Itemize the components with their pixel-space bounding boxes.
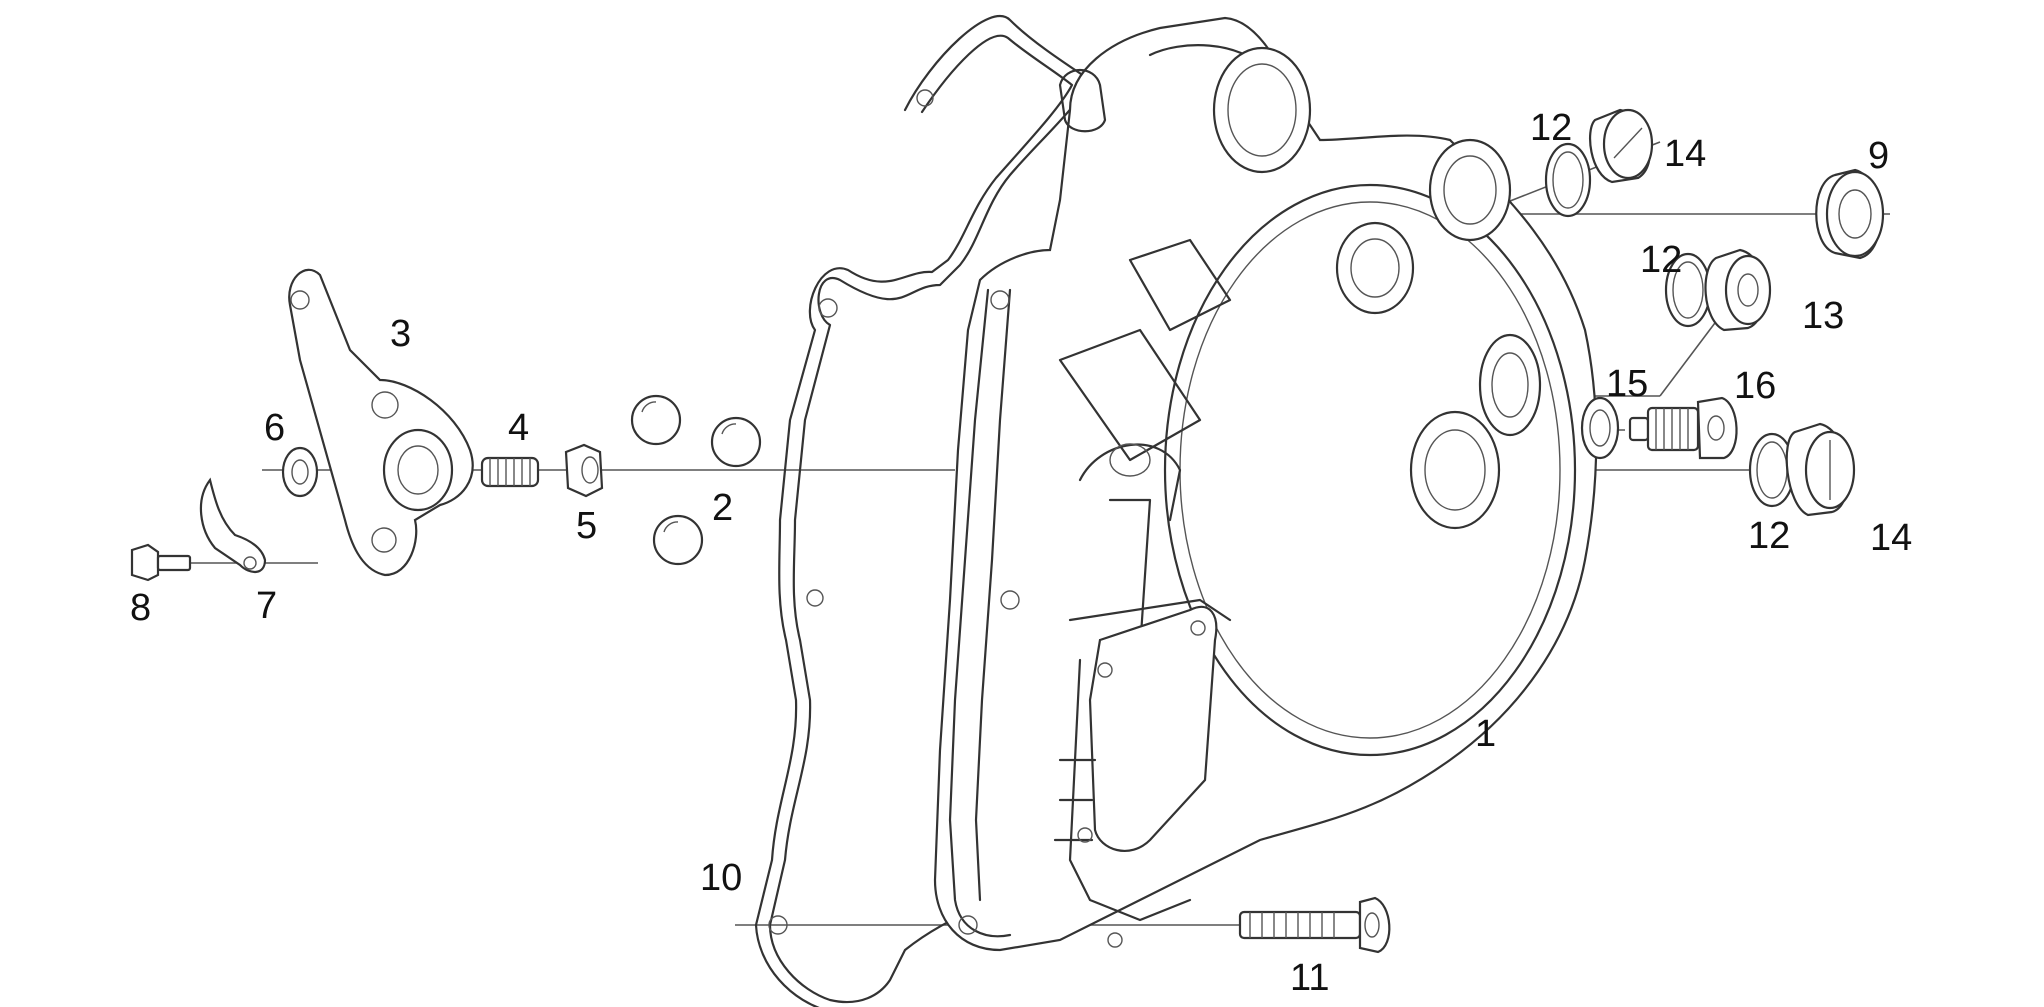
washer-part-6 — [281, 446, 319, 498]
nut-part-5 — [564, 443, 604, 498]
spring-part-4 — [480, 456, 540, 488]
callout-13: 13 — [1802, 295, 1844, 337]
callout-15: 15 — [1606, 363, 1648, 405]
callout-10: 10 — [700, 857, 742, 899]
callout-3: 3 — [390, 313, 411, 355]
callout-11: 11 — [1290, 957, 1329, 999]
callout-6: 6 — [264, 407, 285, 449]
callout-labels: 1 2 3 4 5 6 7 8 9 10 11 12 12 12 13 14 1… — [130, 107, 1912, 999]
plug-part-13 — [1704, 248, 1772, 332]
screw-part-11 — [1238, 896, 1391, 954]
callout-2: 2 — [712, 487, 733, 529]
gasket-part-10 — [754, 14, 1092, 1007]
callout-1: 1 — [1475, 713, 1496, 755]
oil-seal-part-9 — [1815, 168, 1885, 260]
callout-8: 8 — [130, 587, 151, 629]
callout-12-bottom: 12 — [1748, 515, 1790, 557]
o-rings-part-12 — [1544, 142, 1796, 508]
lever-part-3 — [288, 268, 474, 577]
callout-12-middle: 12 — [1640, 239, 1682, 281]
callout-14-top: 14 — [1664, 133, 1706, 175]
callout-4: 4 — [508, 407, 529, 449]
washer-part-15 — [1580, 396, 1620, 460]
engine-cover-part-1 — [933, 16, 1598, 952]
caps-part-14 — [1589, 108, 1856, 517]
callout-14-bottom: 14 — [1870, 517, 1912, 559]
callout-7: 7 — [256, 585, 277, 627]
bracket-part-7 — [199, 477, 267, 573]
drain-screw-part-16 — [1628, 396, 1738, 460]
callout-5: 5 — [576, 505, 597, 547]
callout-12-top: 12 — [1530, 107, 1572, 149]
balls-part-2 — [630, 394, 762, 566]
callout-16: 16 — [1734, 365, 1776, 407]
screw-part-8 — [130, 543, 192, 582]
callout-9: 9 — [1868, 135, 1889, 177]
